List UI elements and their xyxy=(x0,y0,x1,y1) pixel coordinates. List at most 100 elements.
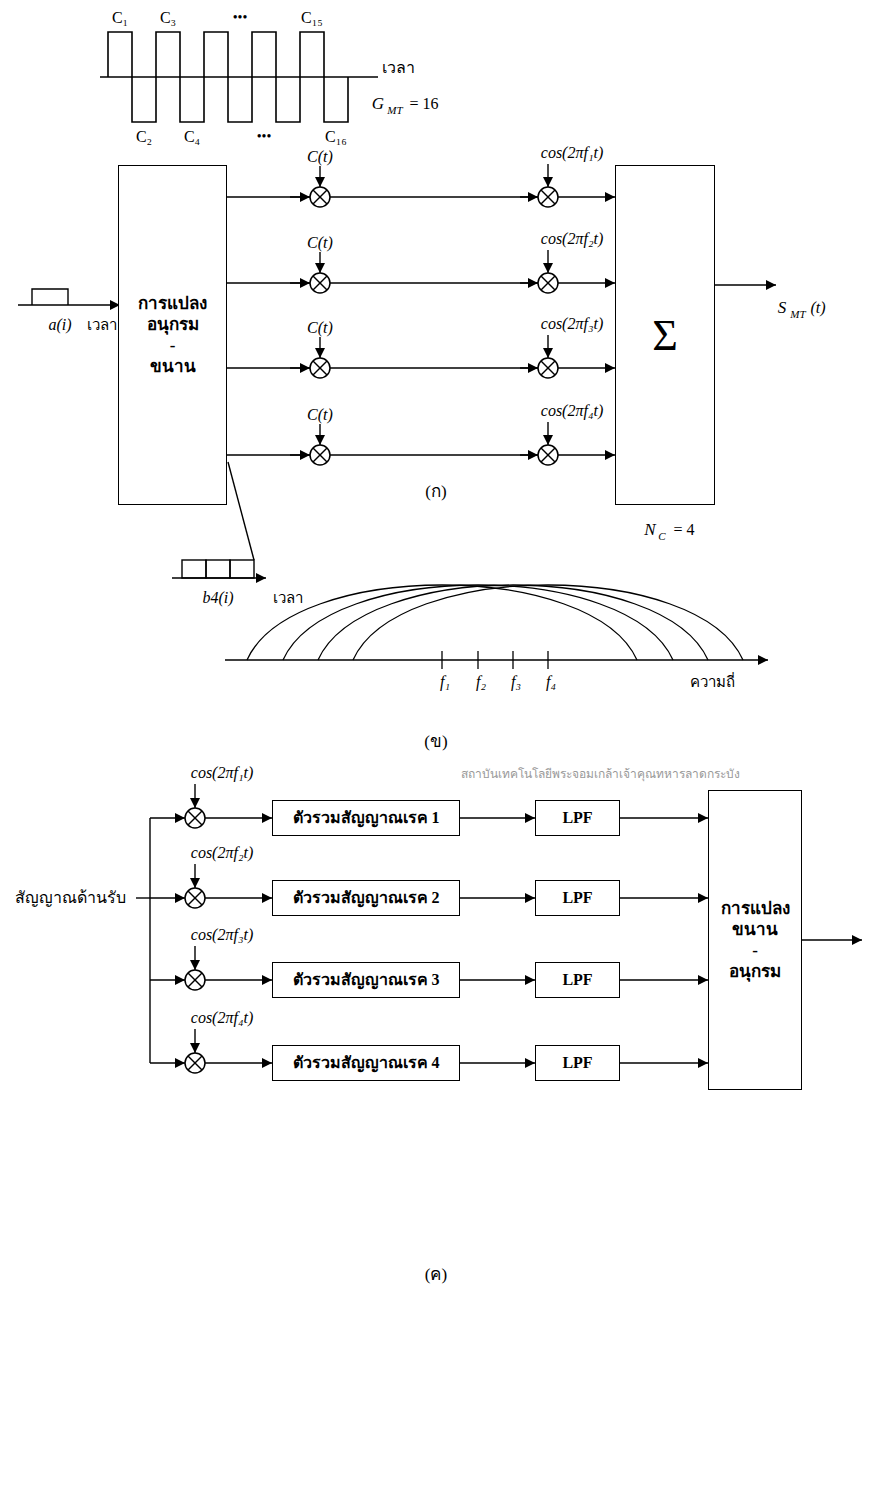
signal-arrow xyxy=(290,454,310,455)
code-waveform xyxy=(108,32,348,122)
carrier-label: cos(2πf₁t) xyxy=(541,144,603,162)
rake-combiner-box: ตัวรวมสัญญาณเรค 2 xyxy=(272,880,460,916)
figure-label: (ข) xyxy=(424,733,447,752)
signal-name: C(t) xyxy=(307,148,333,166)
signal-arrow xyxy=(290,196,310,197)
multiplier-symbol xyxy=(310,273,330,293)
carrier-input-arrow xyxy=(547,422,548,445)
signal-name: S xyxy=(778,299,787,318)
serial-parallel-box: การแปลง อนุกรม - ขนาน xyxy=(118,165,227,505)
axis-label: เวลา xyxy=(382,59,415,77)
multiplier-symbol xyxy=(310,187,330,207)
carrier-label: cos(2πf₂t) xyxy=(541,230,603,248)
signal-arrow xyxy=(205,1062,272,1063)
signal-connector xyxy=(460,979,535,980)
multiplier-symbol xyxy=(310,445,330,465)
multiplier-symbol xyxy=(538,358,558,378)
signal-arrow xyxy=(150,817,185,818)
box-text: ตัวรวมสัญญาณเรค 3 xyxy=(293,970,440,990)
signal-connector xyxy=(620,1062,708,1063)
axis-label: เวลา xyxy=(273,590,303,607)
box-text: LPF xyxy=(562,1053,592,1073)
signal-arrow xyxy=(290,282,310,283)
carrier-label: cos(2πf₂t) xyxy=(191,844,253,862)
subscript-label: MT xyxy=(387,104,402,116)
signal-connector xyxy=(620,979,708,980)
carrier-input-arrow xyxy=(194,864,195,888)
subscript-label: MT xyxy=(790,308,805,320)
signal-arrow xyxy=(205,979,272,980)
rake-combiner-box: ตัวรวมสัญญาณเรค 1 xyxy=(272,800,460,836)
axis-label: เวลา xyxy=(87,317,117,334)
signal-name: C(t) xyxy=(307,234,333,252)
value-label: = 4 xyxy=(673,521,694,539)
receiver-trunk xyxy=(149,818,150,1063)
signal-arrow xyxy=(520,282,538,283)
signal-arrow xyxy=(205,817,272,818)
carrier-input-arrow xyxy=(547,335,548,358)
output-wire xyxy=(715,284,776,285)
multiplier-symbol xyxy=(185,1053,205,1073)
box-text: การแปลง ขนาน - อนุกรม xyxy=(716,898,794,983)
signal-connector xyxy=(460,1062,535,1063)
multiplier-symbol xyxy=(185,808,205,828)
receiver-output-wire xyxy=(800,939,862,940)
box-text: Σ xyxy=(652,308,678,363)
code-chip-label: C₄ xyxy=(184,128,200,146)
carrier-label: cos(2πf₄t) xyxy=(541,402,603,420)
carrier-input-arrow xyxy=(194,946,195,970)
subscript-label: C xyxy=(658,530,665,542)
code-input-arrow xyxy=(319,424,320,445)
frequency-label: f₄ xyxy=(546,673,556,691)
lpf-box: LPF xyxy=(535,1045,620,1081)
symbol-label: N xyxy=(644,521,655,540)
value-label: = 16 xyxy=(409,95,438,113)
carrier-input-arrow xyxy=(547,164,548,187)
frequency-axis xyxy=(225,659,768,660)
axis-label: ความถี่ xyxy=(690,674,735,691)
multiplier-symbol xyxy=(185,888,205,908)
figure-label: (ก) xyxy=(425,483,446,502)
signal-arrow xyxy=(150,897,185,898)
multiplier-symbol xyxy=(538,187,558,207)
input-pulse xyxy=(32,289,68,305)
input-label: สัญญาณด้านรับ xyxy=(15,889,126,907)
carrier-label: cos(2πf₃t) xyxy=(541,315,603,333)
signal-arrow xyxy=(520,196,538,197)
lpf-box: LPF xyxy=(535,800,620,836)
lpf-box: LPF xyxy=(535,880,620,916)
signal-connector xyxy=(460,817,535,818)
carrier-input-arrow xyxy=(194,1029,195,1053)
summation-box: Σ xyxy=(615,165,715,505)
box-text: LPF xyxy=(562,970,592,990)
signal-connector xyxy=(460,897,535,898)
code-chip-label: C₁ xyxy=(112,9,128,27)
multiplier-symbol xyxy=(538,273,558,293)
signal-arrow xyxy=(520,367,538,368)
carrier-label: cos(2πf₃t) xyxy=(191,926,253,944)
signal-connector xyxy=(620,817,708,818)
code-chip-label: C₃ xyxy=(160,9,176,27)
lpf-box: LPF xyxy=(535,962,620,998)
box-text: ตัวรวมสัญญาณเรค 4 xyxy=(293,1053,440,1073)
signal-name: a(i) xyxy=(48,316,71,334)
carrier-label: cos(2πf₁t) xyxy=(191,764,253,782)
ellipsis: ••• xyxy=(233,10,248,25)
multiplier-symbol xyxy=(538,445,558,465)
code-input-arrow xyxy=(319,252,320,273)
carrier-input-arrow xyxy=(547,250,548,273)
signal-arrow xyxy=(150,1062,185,1063)
box-text: การแปลง อนุกรม - ขนาน xyxy=(126,293,219,378)
carrier-input-arrow xyxy=(194,784,195,808)
signal-arrow xyxy=(205,897,272,898)
frequency-label: f₃ xyxy=(511,673,521,691)
rake-combiner-box: ตัวรวมสัญญาณเรค 3 xyxy=(272,962,460,998)
figure-label: (ค) xyxy=(425,1266,447,1285)
box-text: LPF xyxy=(562,808,592,828)
ellipsis: ••• xyxy=(257,129,272,144)
signal-name: C(t) xyxy=(307,319,333,337)
box-text: LPF xyxy=(562,888,592,908)
multiplier-symbol xyxy=(185,970,205,990)
time-axis xyxy=(100,76,378,77)
symbol-label: G xyxy=(372,95,384,114)
